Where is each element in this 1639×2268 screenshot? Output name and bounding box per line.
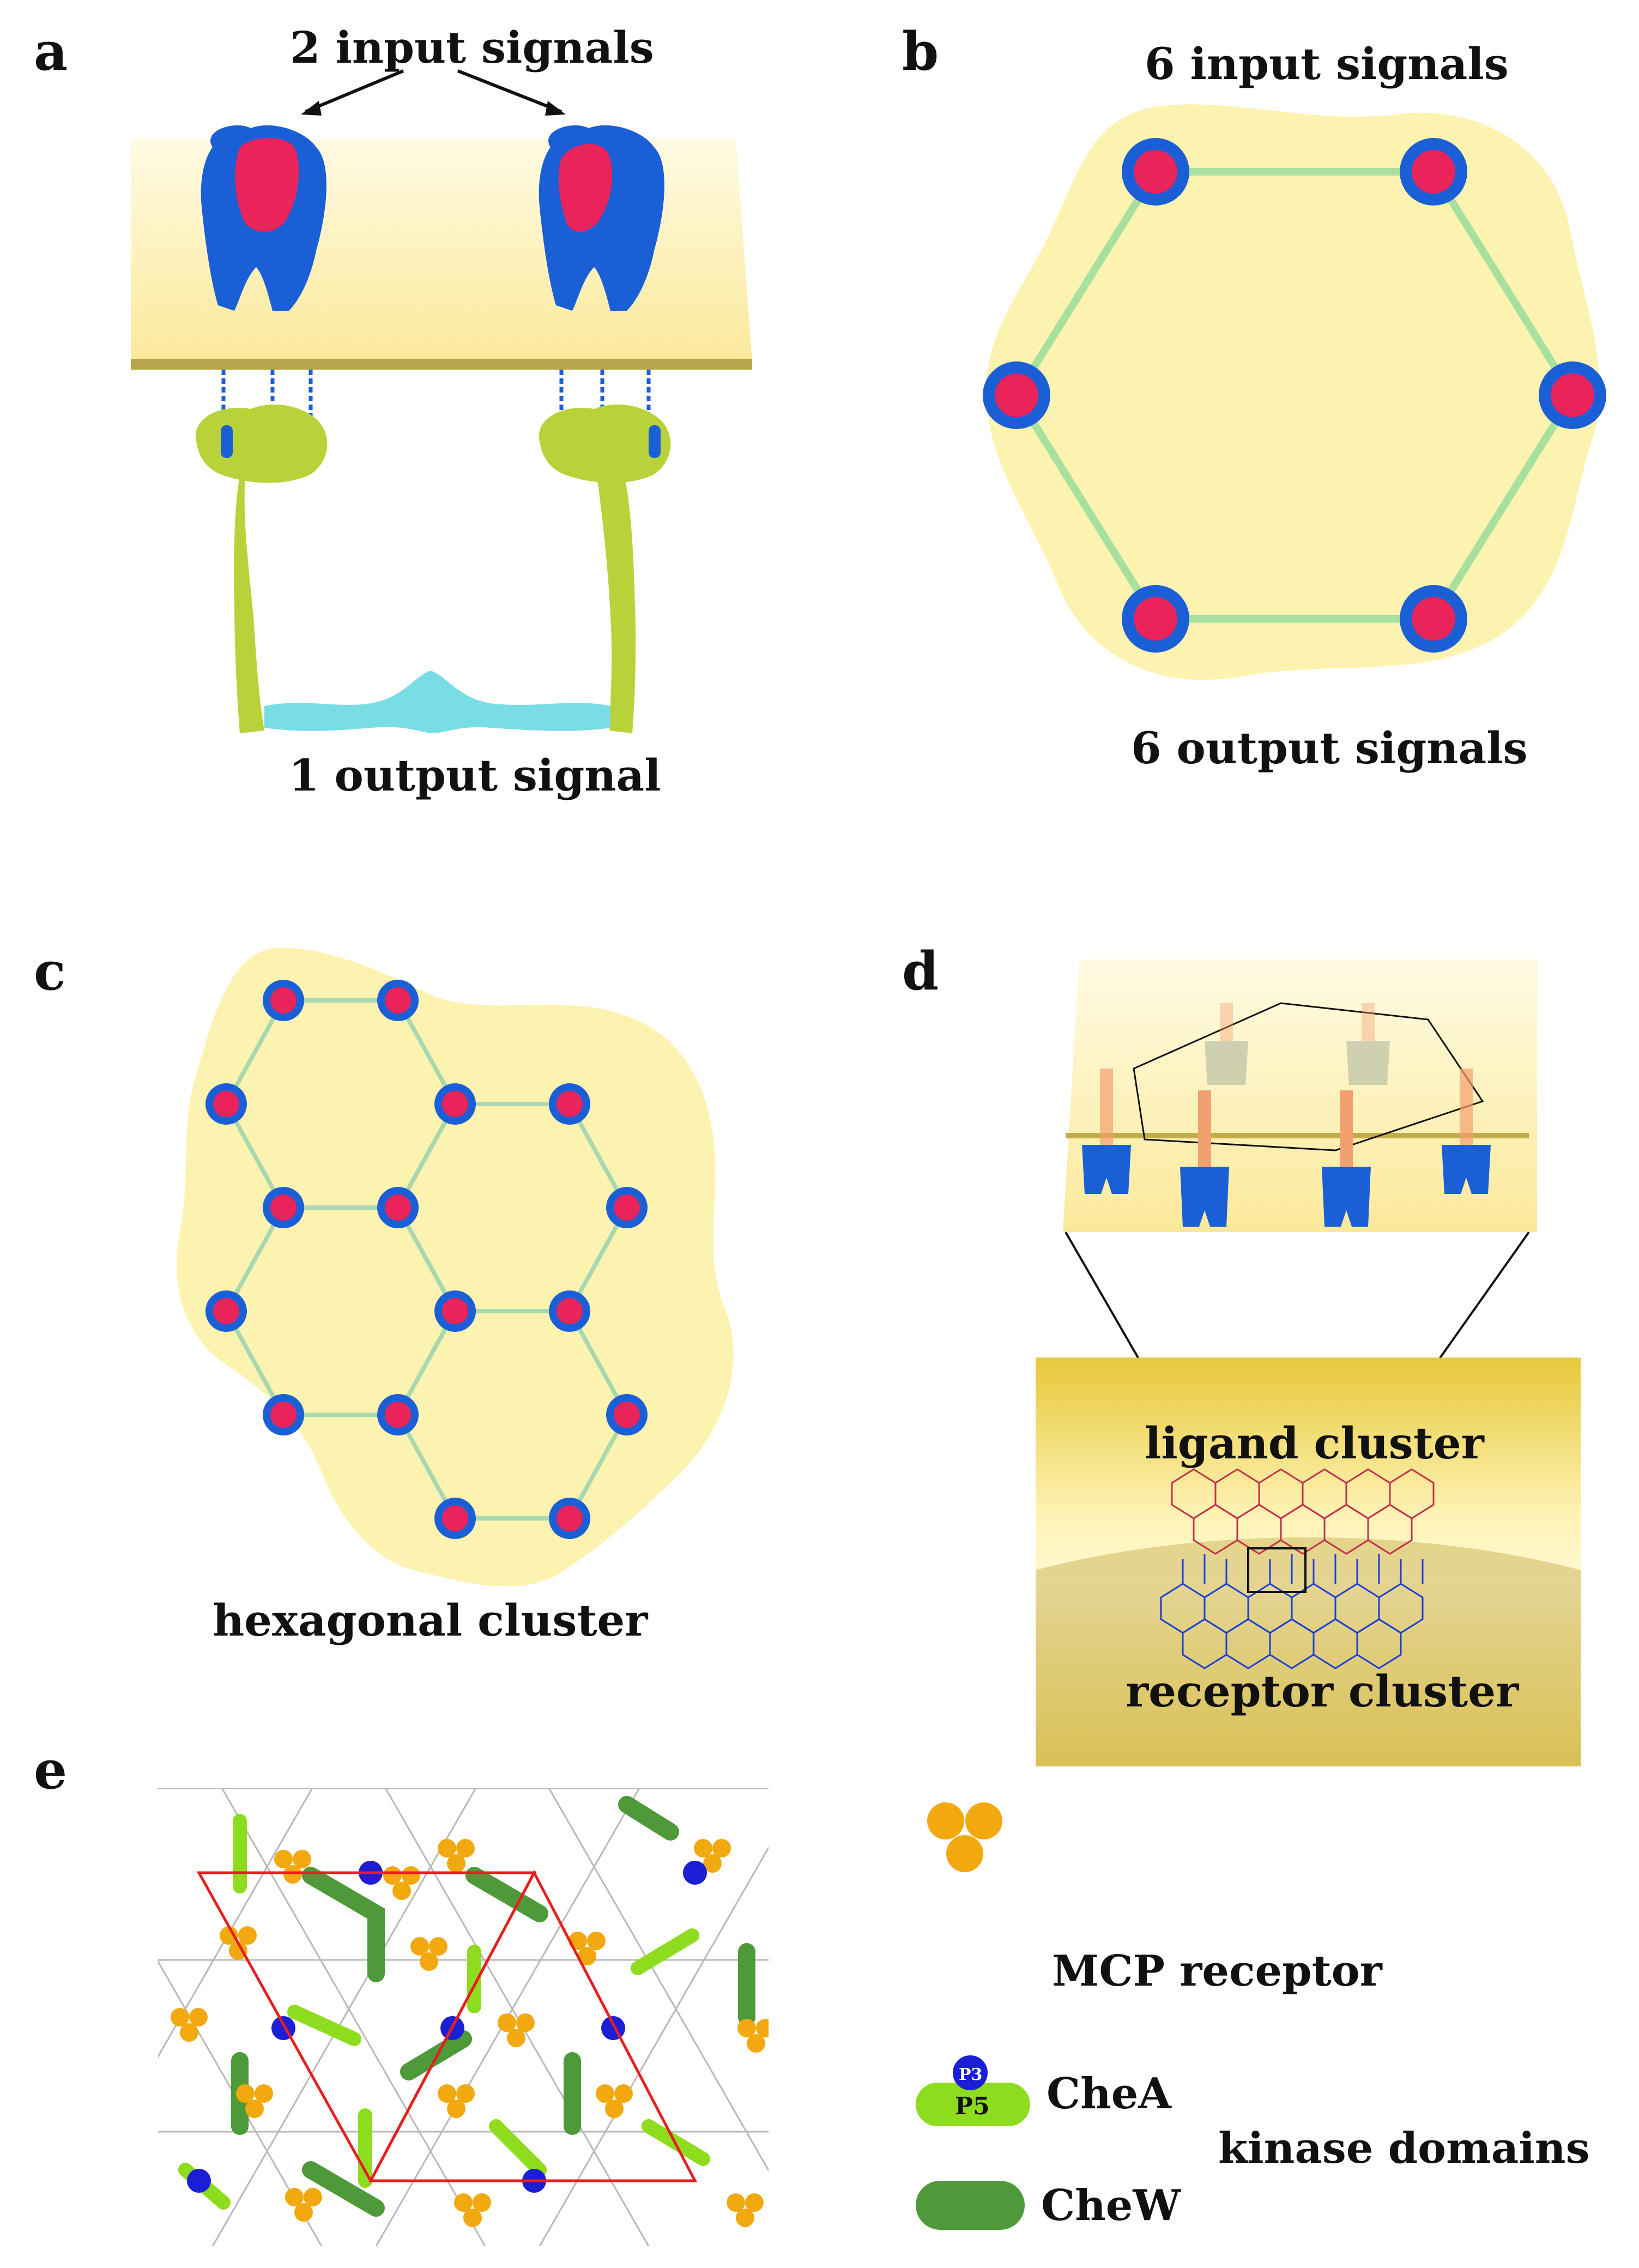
- receptor-cell-curve: [1036, 1537, 1581, 1766]
- membrane-top: [1063, 960, 1537, 1232]
- panel-c-diagram: [176, 948, 734, 1587]
- panel-a-bottom-caption: 1 output signal: [289, 750, 661, 801]
- zoom-box: [1247, 1547, 1307, 1593]
- output-chea: [264, 671, 610, 733]
- arrow-right: [457, 69, 563, 113]
- panel-c-letter: c: [34, 940, 66, 1002]
- receptor-dimer-left: [201, 125, 326, 311]
- panel-a-letter: a: [34, 21, 68, 82]
- arrowhead-left: [301, 101, 322, 116]
- p3-domain: [953, 2055, 988, 2090]
- legend-p5-label: P5: [955, 2092, 990, 2120]
- perspective-hexagon: [1133, 1002, 1484, 1151]
- legend-mcp-label: MCP receptor: [1052, 1946, 1382, 1996]
- panel-e-letter: e: [34, 1739, 68, 1801]
- kinase-right: [539, 404, 671, 733]
- ligand-lattice: [1171, 1468, 1435, 1555]
- ligand-cluster-label: ligand cluster: [1145, 1417, 1484, 1469]
- receptor-trimers: [983, 138, 1606, 653]
- legend-chew-label: CheW: [1041, 2181, 1181, 2230]
- connector-ticks: [1182, 1554, 1424, 1584]
- receptor-dimer-right: [539, 125, 664, 311]
- panel-c-caption: hexagonal cluster: [213, 1595, 648, 1646]
- membrane-blob-c: [176, 948, 734, 1587]
- mcp-trimers: [171, 1839, 769, 2227]
- arrow-left: [304, 69, 404, 113]
- panel-d-diagram: [1036, 960, 1581, 1766]
- receptor-cluster-label: receptor cluster: [1126, 1666, 1519, 1717]
- panel-d-letter: d: [902, 940, 939, 1002]
- legend-p3-label: P3: [959, 2065, 983, 2084]
- receptor-pillars-d: [1082, 1003, 1491, 1227]
- arrowhead-right: [545, 101, 566, 116]
- unit-triangles: [196, 1869, 698, 2184]
- membrane-edge: [131, 359, 752, 370]
- legend-kinase-label: kinase domains: [1218, 2124, 1590, 2173]
- legend-chew-symbol: [916, 2181, 1025, 2230]
- chew-segments: [231, 1796, 755, 2217]
- panel-b-diagram: [983, 104, 1606, 680]
- p3-dots: [187, 1861, 707, 2193]
- p5-domain: [916, 2083, 1030, 2126]
- kinase-left: [195, 404, 328, 733]
- legend-mcp-symbol: [927, 1802, 1002, 1872]
- triangular-grid: [158, 1788, 769, 2246]
- legend-chea-symbol: [916, 2055, 1030, 2126]
- panel-b-top-caption: 6 input signals: [1145, 38, 1509, 89]
- panel-b-bottom-caption: 6 output signals: [1131, 722, 1528, 774]
- panel-b-letter: b: [902, 21, 939, 82]
- receptor-trimers-c: [205, 980, 648, 1539]
- membrane-top-edge: [1066, 1133, 1529, 1138]
- panel-e-lattice: [158, 1788, 769, 2246]
- membrane-blob: [986, 104, 1600, 680]
- legend-chea-label: CheA: [1047, 2069, 1171, 2119]
- panel-a-top-caption: 2 input signals: [290, 22, 654, 73]
- panel-a-diagram: [131, 69, 752, 733]
